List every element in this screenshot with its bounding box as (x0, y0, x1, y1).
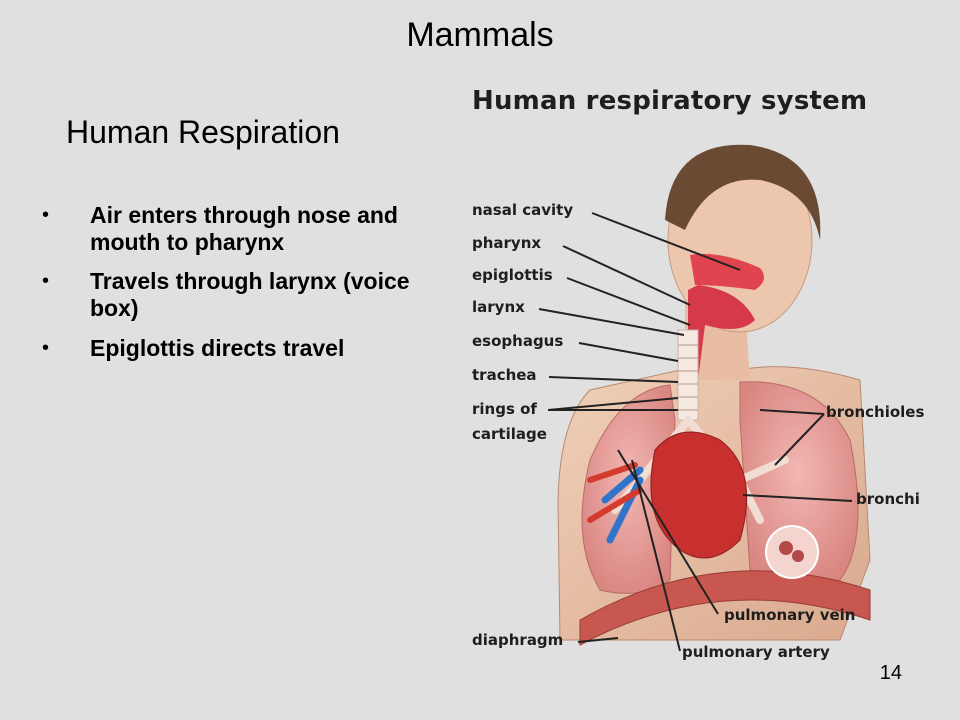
diaphragm-shape (579, 570, 871, 646)
label-bronchi: bronchi (856, 490, 920, 508)
bullet-item: • Travels through larynx (voice box) (42, 268, 462, 322)
bullet-item: • Air enters through nose and mouth to ph… (42, 202, 462, 256)
leader-epiglottis (566, 277, 691, 326)
bullet-dot-icon: • (42, 204, 50, 226)
bullet-text: Travels through larynx (voice box) (90, 268, 410, 322)
diagram-title: Human respiratory system (472, 86, 868, 116)
label-cartilage: cartilage (472, 425, 547, 443)
slide-subtitle: Human Respiration (66, 114, 340, 150)
heart-shape (650, 431, 748, 559)
label-esophagus: esophagus (472, 332, 564, 350)
bullet-text: Air enters through nose and mouth to pha… (90, 202, 398, 256)
leader-diaphragm (577, 637, 619, 643)
label-rings-of: rings of (472, 400, 537, 418)
bullet-dot-icon: • (42, 270, 50, 293)
hair-shape (665, 144, 821, 240)
leader-nasal-cavity (591, 212, 741, 271)
bullet-dot-icon: • (42, 336, 50, 359)
leader-pulmonary-artery (631, 459, 681, 652)
label-pulmonary-artery: pulmonary artery (682, 643, 830, 661)
leader-rings-1 (547, 397, 679, 411)
slide-title: Mammals (406, 16, 554, 54)
slide-number: 14 (879, 662, 902, 684)
leader-trachea (548, 376, 679, 383)
label-epiglottis: epiglottis (472, 266, 553, 284)
bullet-list: • Air enters through nose and mouth to ph… (42, 202, 462, 374)
label-pulmonary-vein: pulmonary vein (724, 606, 856, 624)
leader-pulmonary-vein (617, 449, 719, 615)
label-trachea: trachea (472, 366, 537, 384)
respiratory-illustration (538, 144, 871, 652)
nasal-cavity-shape (690, 253, 764, 290)
pharynx-shape (688, 285, 755, 380)
label-larynx: larynx (472, 298, 525, 316)
label-bronchioles: bronchioles (826, 403, 925, 421)
leader-bronchioles-2 (774, 413, 825, 466)
leader-bronchioles (759, 409, 825, 415)
bullet-text: Epiglottis directs travel (90, 334, 345, 361)
leader-esophagus (578, 342, 679, 362)
label-pharynx: pharynx (472, 234, 542, 252)
label-nasal-cavity: nasal cavity (472, 201, 574, 219)
alveoli-inset (765, 525, 819, 579)
leader-pharynx (562, 245, 691, 306)
bullet-item: • Epiglottis directs travel (42, 335, 462, 362)
label-diaphragm: diaphragm (472, 631, 564, 649)
leader-larynx (538, 308, 685, 336)
trachea-shape (677, 329, 699, 421)
leader-bronchi (742, 494, 853, 502)
